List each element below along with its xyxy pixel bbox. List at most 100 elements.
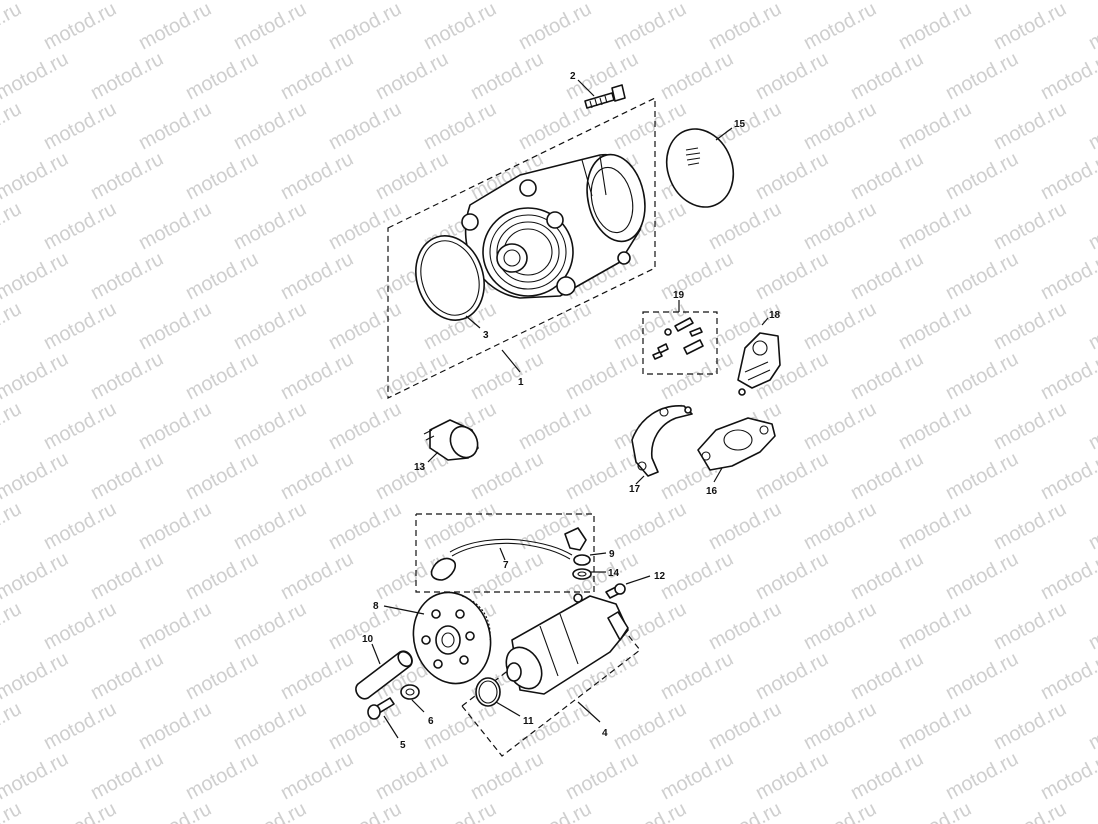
watermark-text: motod.ru [515, 98, 595, 154]
watermark-text: motod.ru [942, 548, 1022, 604]
watermark-text: motod.ru [1085, 398, 1098, 454]
watermark-text: motod.ru [230, 0, 310, 54]
watermark-text: motod.ru [1085, 0, 1098, 54]
watermark-text: motod.ru [990, 398, 1070, 454]
callout-labels: 1 2 3 4 5 6 7 8 9 10 11 12 13 14 15 16 1… [362, 71, 781, 751]
watermark-text: motod.ru [705, 198, 785, 254]
watermark-text: motod.ru [990, 298, 1070, 354]
watermark-text: motod.ru [230, 498, 310, 554]
watermark-text: motod.ru [895, 598, 975, 654]
watermark-text: motod.ru [657, 348, 737, 404]
watermark-text: motod.ru [372, 48, 452, 104]
gasket-15 [665, 127, 735, 208]
watermark-text: motod.ru [230, 98, 310, 154]
watermark-text: motod.ru [990, 798, 1070, 824]
watermark-text: motod.ru [40, 0, 120, 54]
watermark-text: motod.ru [230, 398, 310, 454]
watermark-text: motod.ru [135, 198, 215, 254]
watermark-text: motod.ru [942, 448, 1022, 504]
watermark-text: motod.ru [1037, 448, 1098, 504]
watermark-text: motod.ru [1085, 198, 1098, 254]
callout-11: 11 [523, 716, 534, 727]
watermark-text: motod.ru [230, 798, 310, 824]
watermark-text: motod.ru [230, 598, 310, 654]
watermark-text: motod.ru [800, 0, 880, 54]
watermark-text: motod.ru [87, 748, 167, 804]
watermark-text: motod.ru [325, 398, 405, 454]
watermark-text: motod.ru [277, 648, 357, 704]
watermark-text: motod.ru [705, 798, 785, 824]
watermark-text: motod.ru [895, 698, 975, 754]
watermark-text: motod.ru [705, 698, 785, 754]
watermark-text: motod.ru [325, 298, 405, 354]
watermark-text: motod.ru [325, 598, 405, 654]
watermark-text: motod.ru [87, 448, 167, 504]
watermark-text: motod.ru [277, 248, 357, 304]
watermark-text: motod.ru [277, 548, 357, 604]
watermark-text: motod.ru [87, 248, 167, 304]
watermark-text: motod.ru [990, 0, 1070, 54]
watermark-text: motod.ru [562, 748, 642, 804]
watermark-text: motod.ru [372, 348, 452, 404]
watermark-text: motod.ru [895, 498, 975, 554]
watermark-text: motod.ru [1037, 348, 1098, 404]
watermark-text: motod.ru [752, 648, 832, 704]
watermark-text: motod.ru [895, 198, 975, 254]
watermark-text: motod.ru [135, 598, 215, 654]
watermark-text: motod.ru [325, 498, 405, 554]
mounting-plate-16 [697, 417, 776, 483]
watermark-text: motod.ru [752, 748, 832, 804]
watermark-text: motod.ru [990, 98, 1070, 154]
watermark-text: motod.ru [40, 698, 120, 754]
watermark-text: motod.ru [135, 398, 215, 454]
watermark-text: motod.ru [990, 698, 1070, 754]
watermark-text: motod.ru [562, 348, 642, 404]
washer-14 [572, 568, 606, 580]
watermark-text: motod.ru [752, 548, 832, 604]
screw-12 [605, 575, 651, 599]
watermark-text: motod.ru [0, 0, 25, 54]
watermark-text: motod.ru [277, 48, 357, 104]
watermark-text: motod.ru [800, 798, 880, 824]
callout-16: 16 [706, 486, 718, 497]
watermark-text: motod.ru [1037, 148, 1098, 204]
callout-5: 5 [400, 740, 406, 751]
watermark-text: motod.ru [847, 448, 927, 504]
watermark-text: motod.ru [325, 798, 405, 824]
watermark-text: motod.ru [1085, 598, 1098, 654]
watermark-text: motod.ru [1037, 548, 1098, 604]
watermark-text: motod.ru [657, 48, 737, 104]
watermark-text: motod.ru [800, 398, 880, 454]
watermark-text: motod.ru [895, 98, 975, 154]
watermark-text: motod.ru [0, 248, 72, 304]
watermark-text: motod.ru [610, 798, 690, 824]
watermark-text: motod.ru [0, 598, 25, 654]
watermark-text: motod.ru [467, 748, 547, 804]
watermark-text: motod.ru [847, 248, 927, 304]
watermark-text: motod.ru [135, 798, 215, 824]
watermark-text: motod.ru [40, 98, 120, 154]
callout-14: 14 [608, 568, 620, 579]
watermark-text: motod.ru [135, 98, 215, 154]
watermark-text: motod.ru [135, 0, 215, 54]
watermark-text: motod.ru [40, 298, 120, 354]
watermark-text: motod.ru [990, 498, 1070, 554]
screw-set-19 [642, 300, 718, 375]
watermark-text: motod.ru [372, 448, 452, 504]
watermark-text: motod.ru [40, 498, 120, 554]
watermark-text: motod.ru [800, 298, 880, 354]
watermark-text: motod.ru [0, 648, 72, 704]
watermark-text: motod.ru [942, 248, 1022, 304]
watermark-text: motod.ru [182, 648, 262, 704]
watermark-text: motod.ru [1085, 798, 1098, 824]
watermark-text: motod.ru [277, 448, 357, 504]
watermark-text: motod.ru [182, 448, 262, 504]
watermark-text: motod.ru [182, 248, 262, 304]
callout-19: 19 [673, 290, 685, 301]
watermark-text: motod.ru [135, 298, 215, 354]
watermark-text: motod.ru [0, 748, 72, 804]
starter-cable-7 [415, 513, 595, 593]
callout-7: 7 [503, 560, 509, 571]
relay-13 [423, 419, 479, 463]
